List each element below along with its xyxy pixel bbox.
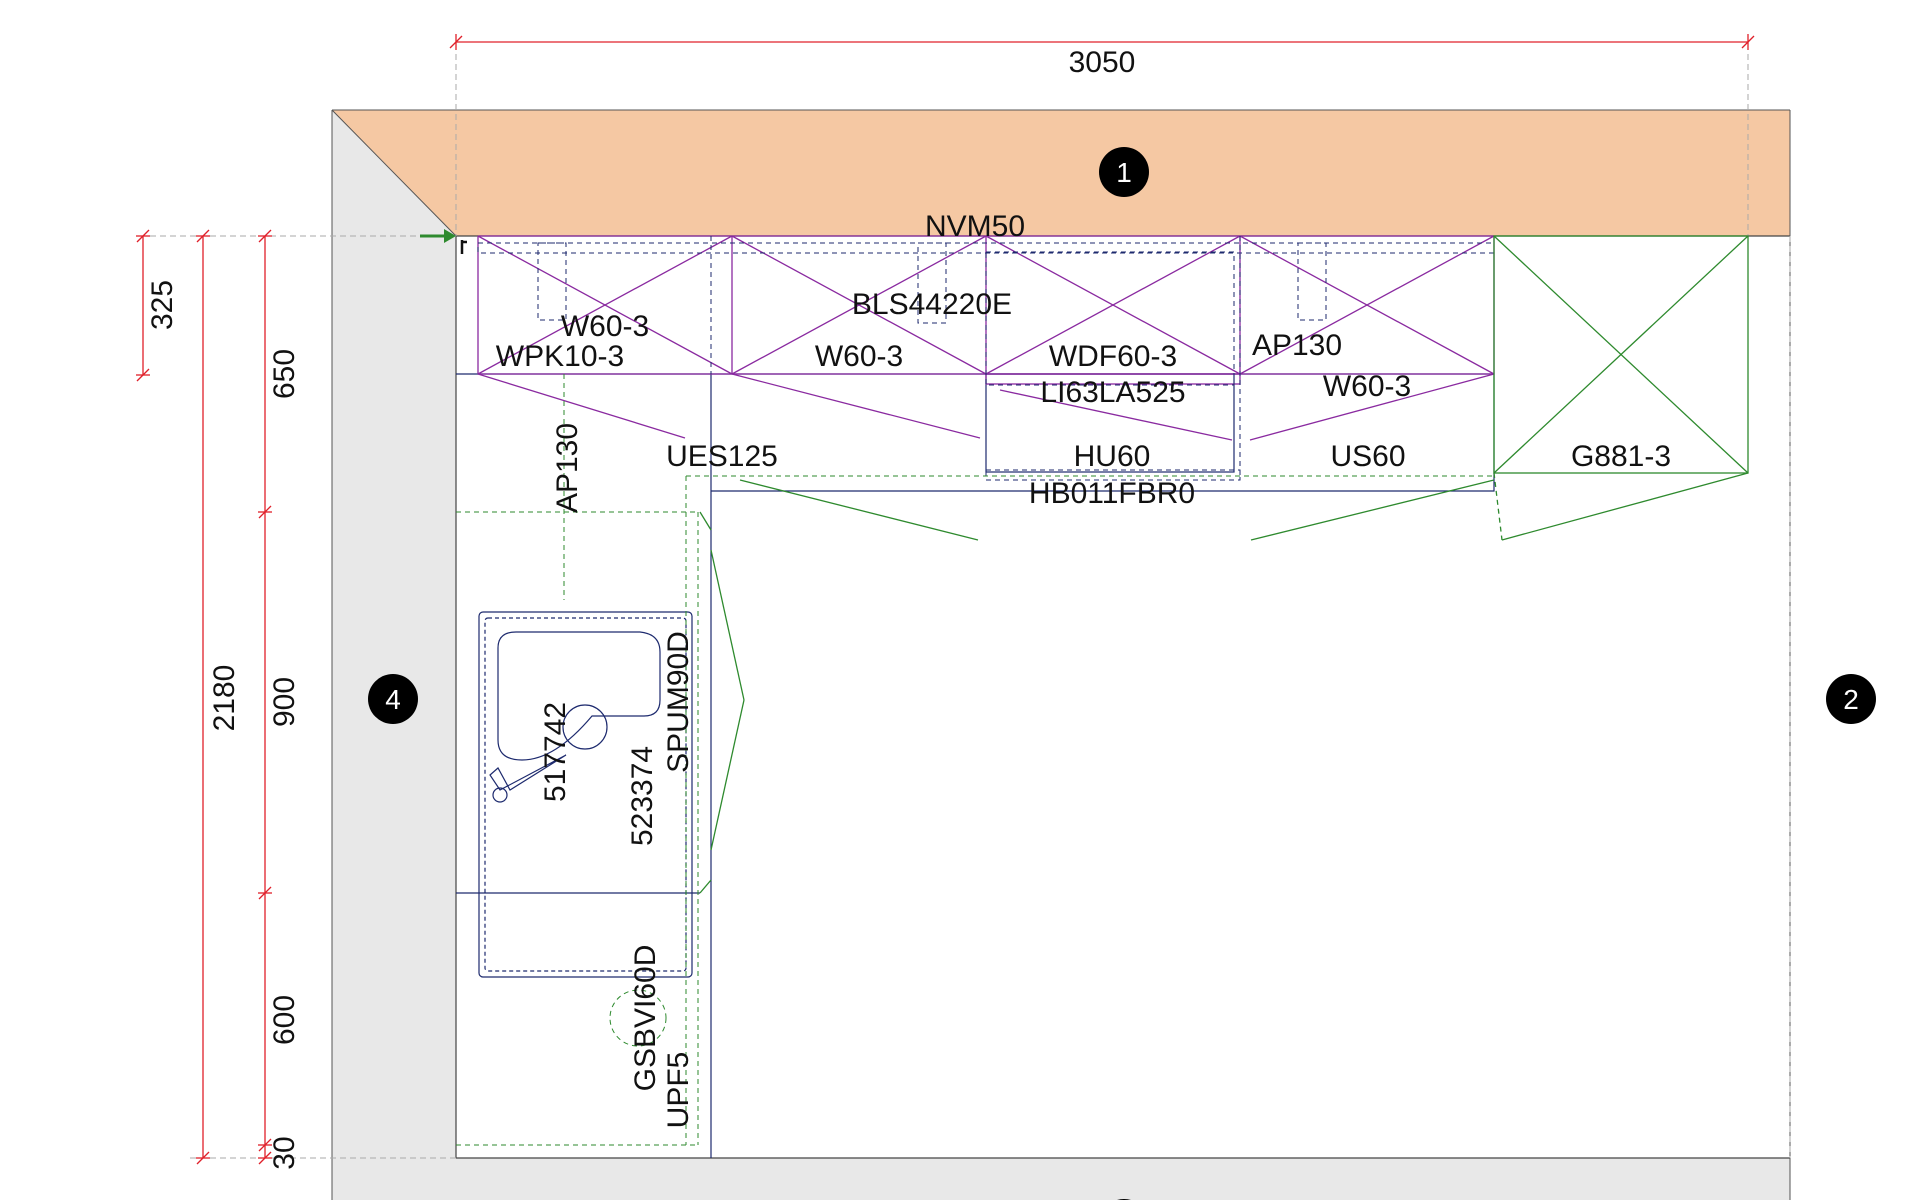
label-ap130-top: AP130	[1252, 329, 1342, 362]
extension-lines	[140, 34, 1791, 1159]
wall-marker-1[interactable]: 1	[1099, 147, 1149, 197]
wall-outline-corner	[331, 109, 457, 237]
label-gsbvi60d: GSBVI60D	[629, 945, 662, 1092]
label-w60-3-a: W60-3	[561, 310, 649, 343]
wall-marker-1-number: 1	[1116, 157, 1132, 188]
label-w60-3-c: W60-3	[1323, 370, 1411, 403]
label-spum90d: SPUM90D	[662, 631, 695, 773]
label-upf5: UPF5	[662, 1052, 695, 1129]
appliance-dashed	[456, 374, 1494, 1146]
dim-segment-3: 600	[268, 995, 301, 1045]
label-wdf60-3: WDF60-3	[1049, 340, 1177, 373]
wall-bottom-fill	[332, 1158, 1790, 1200]
wall-left-fill	[332, 110, 456, 1158]
label-523374: 523374	[626, 746, 659, 846]
dim-segment-1: 650	[268, 349, 301, 399]
wall-marker-4[interactable]: 4	[368, 674, 418, 724]
label-g881-3: G881-3	[1571, 440, 1671, 473]
label-517742: 517742	[539, 702, 572, 802]
base-cabinets	[456, 373, 1495, 1158]
label-wpk10-3: WPK10-3	[496, 340, 624, 373]
wall-marker-4-number: 4	[385, 684, 401, 715]
dim-overall-width: 3050	[1069, 46, 1136, 79]
label-bls44220e: BLS44220E	[852, 288, 1012, 321]
label-ap130-side: AP130	[551, 423, 584, 513]
label-us60: US60	[1330, 440, 1405, 473]
label-w60-3-b: W60-3	[815, 340, 903, 373]
label-li63la525: LI63LA525	[1040, 376, 1185, 409]
dimension-lines	[136, 34, 1755, 1165]
dim-segment-2: 900	[268, 677, 301, 727]
label-hb011fbr0: HB011FBR0	[1029, 477, 1195, 510]
label-ues125: UES125	[666, 440, 778, 473]
dim-wall-depth: 325	[146, 280, 179, 330]
origin-arrow	[420, 229, 467, 254]
dim-overall-depth: 2180	[208, 665, 241, 732]
wall-marker-2[interactable]: 2	[1826, 674, 1876, 724]
wall-top-fill	[332, 110, 1790, 236]
wall-marker-2-number: 2	[1843, 684, 1859, 715]
appliance-outlines	[699, 235, 1749, 894]
label-nvm50: NVM50	[925, 210, 1025, 243]
label-hu60: HU60	[1074, 440, 1151, 473]
wall-cabinets	[477, 235, 1495, 441]
dim-segment-4: 30	[268, 1136, 301, 1169]
